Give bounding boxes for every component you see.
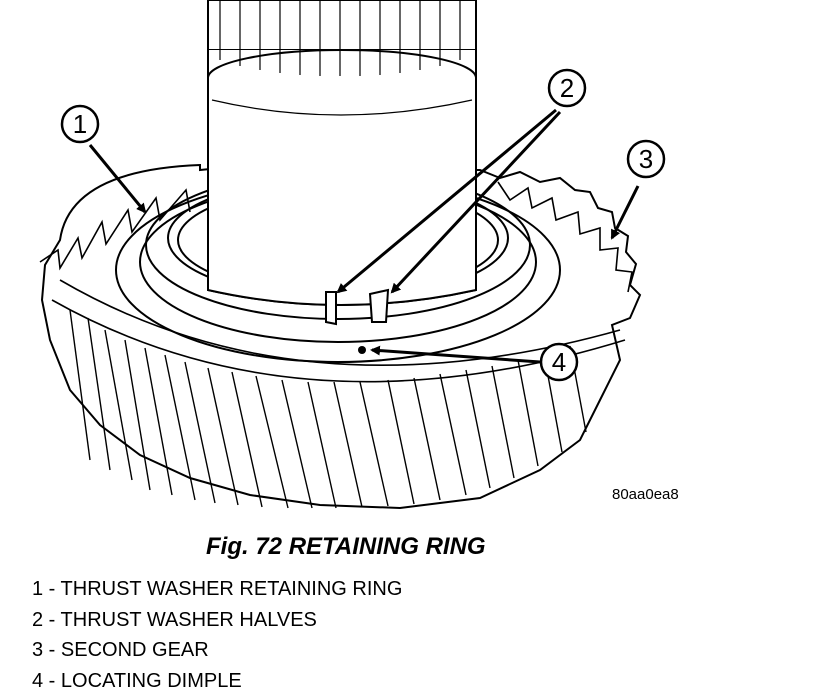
- legend-list: 1 - THRUST WASHER RETAINING RING 2 - THR…: [32, 574, 402, 696]
- legend-item: 1 - THRUST WASHER RETAINING RING: [32, 578, 403, 600]
- callout-1: 1: [60, 104, 100, 144]
- legend-item: 4 - LOCATING DIMPLE: [32, 669, 242, 692]
- svg-text:1: 1: [73, 109, 87, 139]
- callout-2: 2: [547, 68, 587, 108]
- legend-item: 3 - SECOND GEAR: [32, 639, 209, 661]
- figure-caption: Fig. 72 RETAINING RING: [206, 533, 486, 560]
- leader-arrows: [88, 108, 640, 364]
- figure-reference-code: 80aa0ea8: [612, 486, 679, 503]
- svg-text:2: 2: [560, 73, 574, 103]
- second-gear: [40, 163, 642, 510]
- callout-4: 4: [539, 342, 579, 382]
- thrust-washer-halves: [325, 288, 390, 326]
- svg-text:3: 3: [639, 144, 653, 174]
- svg-text:4: 4: [552, 347, 566, 377]
- output-shaft: [207, 0, 477, 306]
- locating-dimple: [358, 346, 366, 354]
- retaining-ring-illustration: 1 2 3 4: [39, 0, 666, 510]
- shaft-splines: [211, 0, 473, 116]
- legend-item: 2 - THRUST WASHER HALVES: [32, 608, 317, 631]
- gear-helical-teeth: [69, 309, 587, 509]
- callout-3: 3: [626, 139, 666, 179]
